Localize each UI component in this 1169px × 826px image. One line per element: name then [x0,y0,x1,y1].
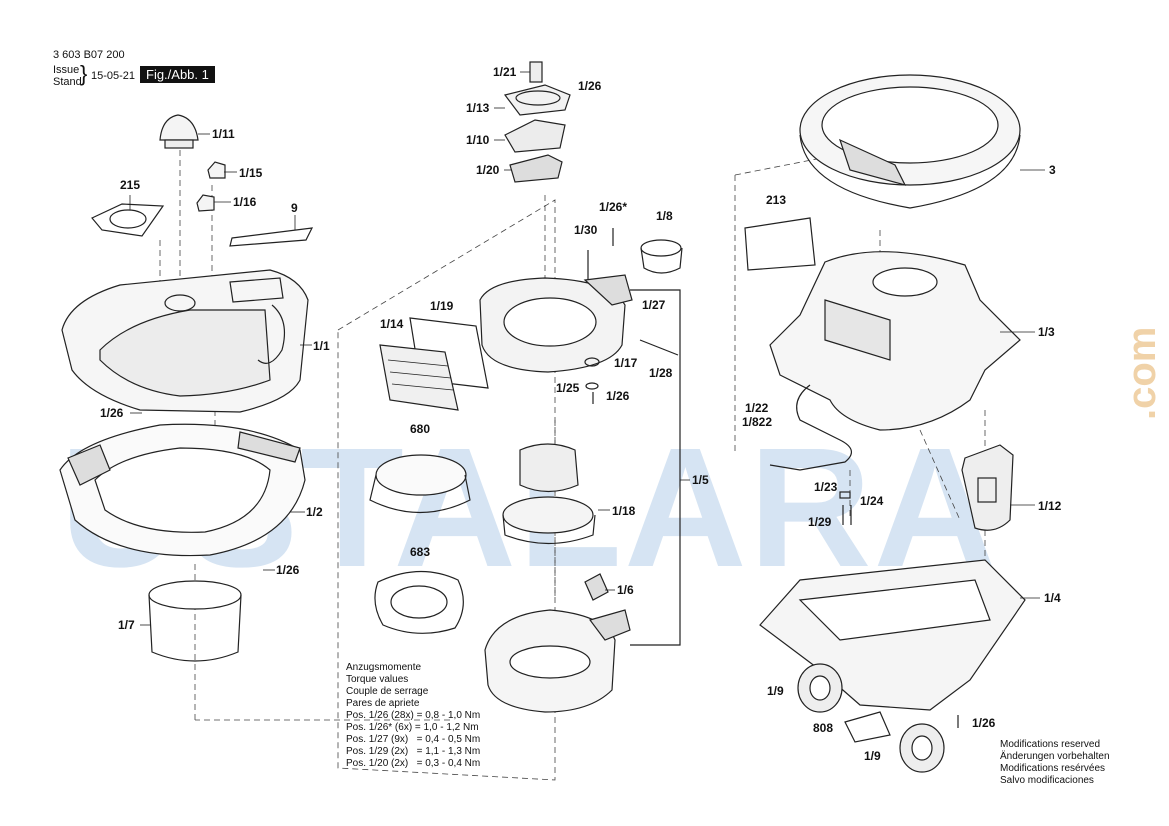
part-label-1-26-e: 1/26 [972,716,996,730]
part-label-1-12: 1/12 [1038,499,1062,513]
modification-line: Änderungen vorbehalten [1000,751,1110,762]
part-label-683: 683 [410,545,431,559]
part-label-1-1: 1/1 [313,339,330,353]
torque-line: Pos. 1/27 (9x) = 0,4 - 0,5 Nm [346,734,481,745]
modification-line: Salvo modificaciones [1000,775,1094,786]
part-label-1-14: 1/14 [380,317,404,331]
torque-line: Pos. 1/26* (6x) = 1,0 - 1,2 Nm [346,722,479,733]
issue-label-de: Stand [53,76,82,88]
part-label-1-15: 1/15 [239,166,263,180]
part-label-1-3: 1/3 [1038,325,1055,339]
modification-line: Modifications reserved [1000,739,1101,750]
part-label-1-18: 1/18 [612,504,636,518]
part-label-215: 215 [120,178,141,192]
part-label-680: 680 [410,422,431,436]
part-label-1-22: 1/22 [745,401,769,415]
part-label-1-9-a: 1/9 [767,684,784,698]
part-label-1-26-b: 1/26 [276,563,300,577]
part-label-1-26-a: 1/26 [100,406,124,420]
torque-line: Pares de apriete [346,698,420,709]
torque-notes: Anzugsmomente Torque values Couple de se… [346,662,480,770]
part-label-1-26-d: 1/26 [606,389,630,403]
part-label-9: 9 [291,201,298,215]
part-label-1-23: 1/23 [814,480,838,494]
torque-line: Pos. 1/29 (2x) = 1,1 - 1,3 Nm [346,746,481,757]
part-label-1-30: 1/30 [574,223,598,237]
figure-label: Fig./Abb. 1 [140,66,215,83]
part-label-1-29: 1/29 [808,515,832,529]
doc-number: 3 603 B07 200 [53,49,125,61]
part-label-1-19: 1/19 [430,299,454,313]
part-label-1-25: 1/25 [556,381,580,395]
modification-notes: Modifications reserved Änderungen vorbeh… [1000,739,1110,787]
torque-line: Torque values [346,674,409,685]
torque-line: Anzugsmomente [346,662,422,673]
torque-line: Pos. 1/20 (2x) = 0,3 - 0,4 Nm [346,758,481,769]
torque-line: Pos. 1/26 (28x) = 0,8 - 1,0 Nm [346,710,481,721]
issue-date: 15-05-21 [91,70,136,82]
part-label-1-17: 1/17 [614,356,638,370]
part-label-1-26-c: 1/26 [578,79,602,93]
part-label-1-6: 1/6 [617,583,634,597]
part-label-1-10: 1/10 [466,133,490,147]
modification-line: Modifications resérvées [1000,763,1106,774]
part-label-1-13: 1/13 [466,101,490,115]
part-label-1-5: 1/5 [692,473,709,487]
part-label-1-20: 1/20 [476,163,500,177]
part-label-1-11: 1/11 [212,127,235,141]
part-label-1-27: 1/27 [642,298,666,312]
part-label-1-21: 1/21 [493,65,517,79]
part-label-213: 213 [766,193,787,207]
part-label-1-16: 1/16 [233,195,257,209]
part-label-1-2: 1/2 [306,505,323,519]
part-label-1-7: 1/7 [118,618,135,632]
part-label-3: 3 [1049,163,1056,177]
part-label-1-24: 1/24 [860,494,884,508]
part-label-1-822: 1/822 [742,415,773,429]
part-label-808: 808 [813,721,834,735]
part-label-1-8: 1/8 [656,209,673,223]
issue-brace: } [80,61,88,86]
part-label-1-9-b: 1/9 [864,749,881,763]
torque-line: Couple de serrage [346,686,429,697]
issue-label-en: Issue [53,64,80,76]
part-label-1-28: 1/28 [649,366,673,380]
part-label-1-4: 1/4 [1044,591,1061,605]
part-label-1-26-star: 1/26* [599,200,628,214]
